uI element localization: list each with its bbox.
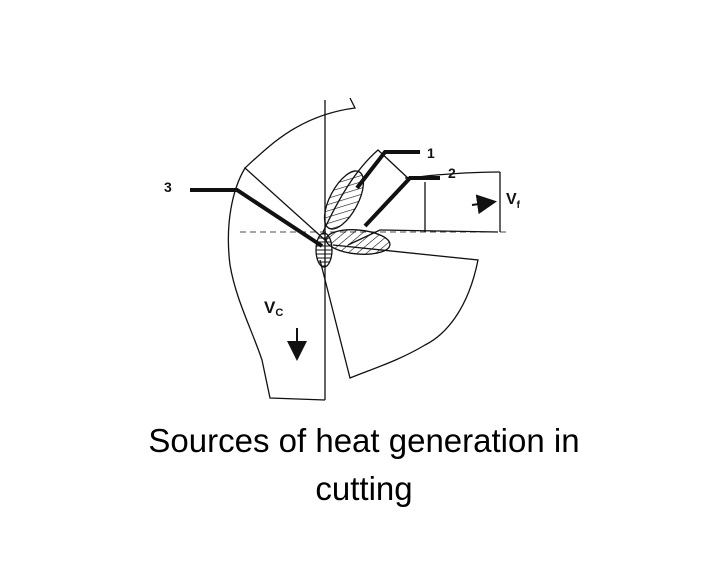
- zone-1-label: 1: [427, 145, 435, 161]
- zone-3-label: 3: [164, 179, 172, 195]
- cutting-velocity-label: VC: [264, 298, 283, 319]
- heat-zone-1: [323, 170, 365, 230]
- caption-line-2: cutting: [315, 470, 413, 507]
- workpiece-outline: [227, 97, 356, 401]
- heat-zone-3: [315, 232, 333, 268]
- feed-velocity-label: Vf: [506, 191, 521, 211]
- feed-velocity-arrow: [471, 194, 497, 215]
- heat-sources-diagram: 1 2 3 Vf VC: [164, 97, 521, 401]
- leader-lines: [190, 150, 440, 248]
- feed-velocity-subscript: f: [517, 200, 521, 211]
- zone-2-label: 2: [448, 165, 456, 181]
- cutting-velocity-subscript: C: [275, 307, 283, 319]
- feed-velocity-main: V: [506, 191, 517, 208]
- cutting-velocity-main: V: [264, 298, 276, 317]
- caption-line-1: Sources of heat generation in: [148, 422, 580, 459]
